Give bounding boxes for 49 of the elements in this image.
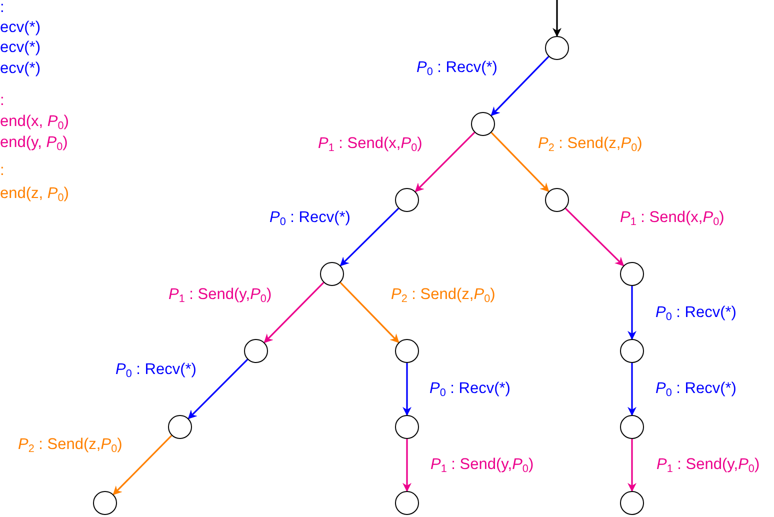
- edge-label: P$_{0}$ : Recv(*): [416, 59, 498, 77]
- edge-label: P$_{0}$ : Recv(*): [654, 304, 738, 322]
- state-circle: [545, 36, 569, 60]
- state-circle: [620, 339, 644, 363]
- arrow: [552, 0, 562, 37]
- state-circle: [93, 491, 117, 515]
- edge-label: P$_{2}$ : Send(z,P$_{0}$): [390, 286, 496, 304]
- arrow: [340, 282, 400, 344]
- edge-label: P$_{1}$ : Send(y,P$_{0}$): [430, 456, 535, 474]
- state-circle: [620, 491, 644, 515]
- note-text: end(x, P$_{0}$): [0, 113, 69, 131]
- state-circle: [395, 415, 419, 439]
- arrow: [264, 282, 324, 344]
- note-text: end(z, P$_{0}$): [0, 185, 69, 203]
- arrow: [628, 363, 636, 416]
- edge-label: P$_{0}$ : Recv(*): [114, 361, 198, 379]
- arrow: [490, 132, 550, 192]
- edge-label: P$_{2}$ : Send(z,P$_{0}$): [17, 436, 124, 454]
- state-circle: [545, 188, 569, 212]
- edge-label: P$_{1}$ : Send(y,P$_{0}$): [168, 286, 273, 304]
- arrow: [340, 208, 400, 266]
- state-circle: [620, 262, 644, 286]
- state-circle: [244, 339, 268, 363]
- state-circle: [395, 188, 419, 212]
- state-circle: [395, 339, 419, 363]
- edge-label: P$_{1}$ : Send(x,P$_{0}$): [317, 135, 424, 153]
- state-circle: [395, 491, 419, 515]
- arrow: [188, 358, 248, 420]
- state-circle: [168, 415, 192, 439]
- note-text: ecv(*): [0, 19, 40, 37]
- state-circle: [620, 415, 644, 439]
- edge-label: P$_{0}$ : Recv(*): [428, 380, 512, 398]
- note-text: ecv(*): [0, 39, 40, 57]
- arrow: [414, 132, 476, 192]
- edge-label: P$_{2}$ : Send(z,P$_{0}$): [537, 135, 644, 153]
- arrow: [490, 56, 550, 116]
- arrow: [564, 208, 624, 266]
- edge-label: P$_{1}$ : Send(y,P$_{0}$): [656, 456, 761, 474]
- edge-label: P$_{0}$ : Recv(*): [268, 209, 352, 227]
- arrow: [112, 434, 172, 496]
- state-circle: [471, 112, 495, 136]
- arrow: [628, 286, 636, 340]
- state-circle: [320, 262, 344, 286]
- edge-label: P$_{1}$ : Send(x,P$_{0}$): [619, 209, 726, 227]
- edge-label: P$_{0}$ : Recv(*): [654, 380, 738, 398]
- arrow: [402, 363, 412, 416]
- arrow: [402, 439, 412, 492]
- note-text: end(y, P$_{0}$): [0, 134, 68, 152]
- note-text: ecv(*): [0, 60, 40, 78]
